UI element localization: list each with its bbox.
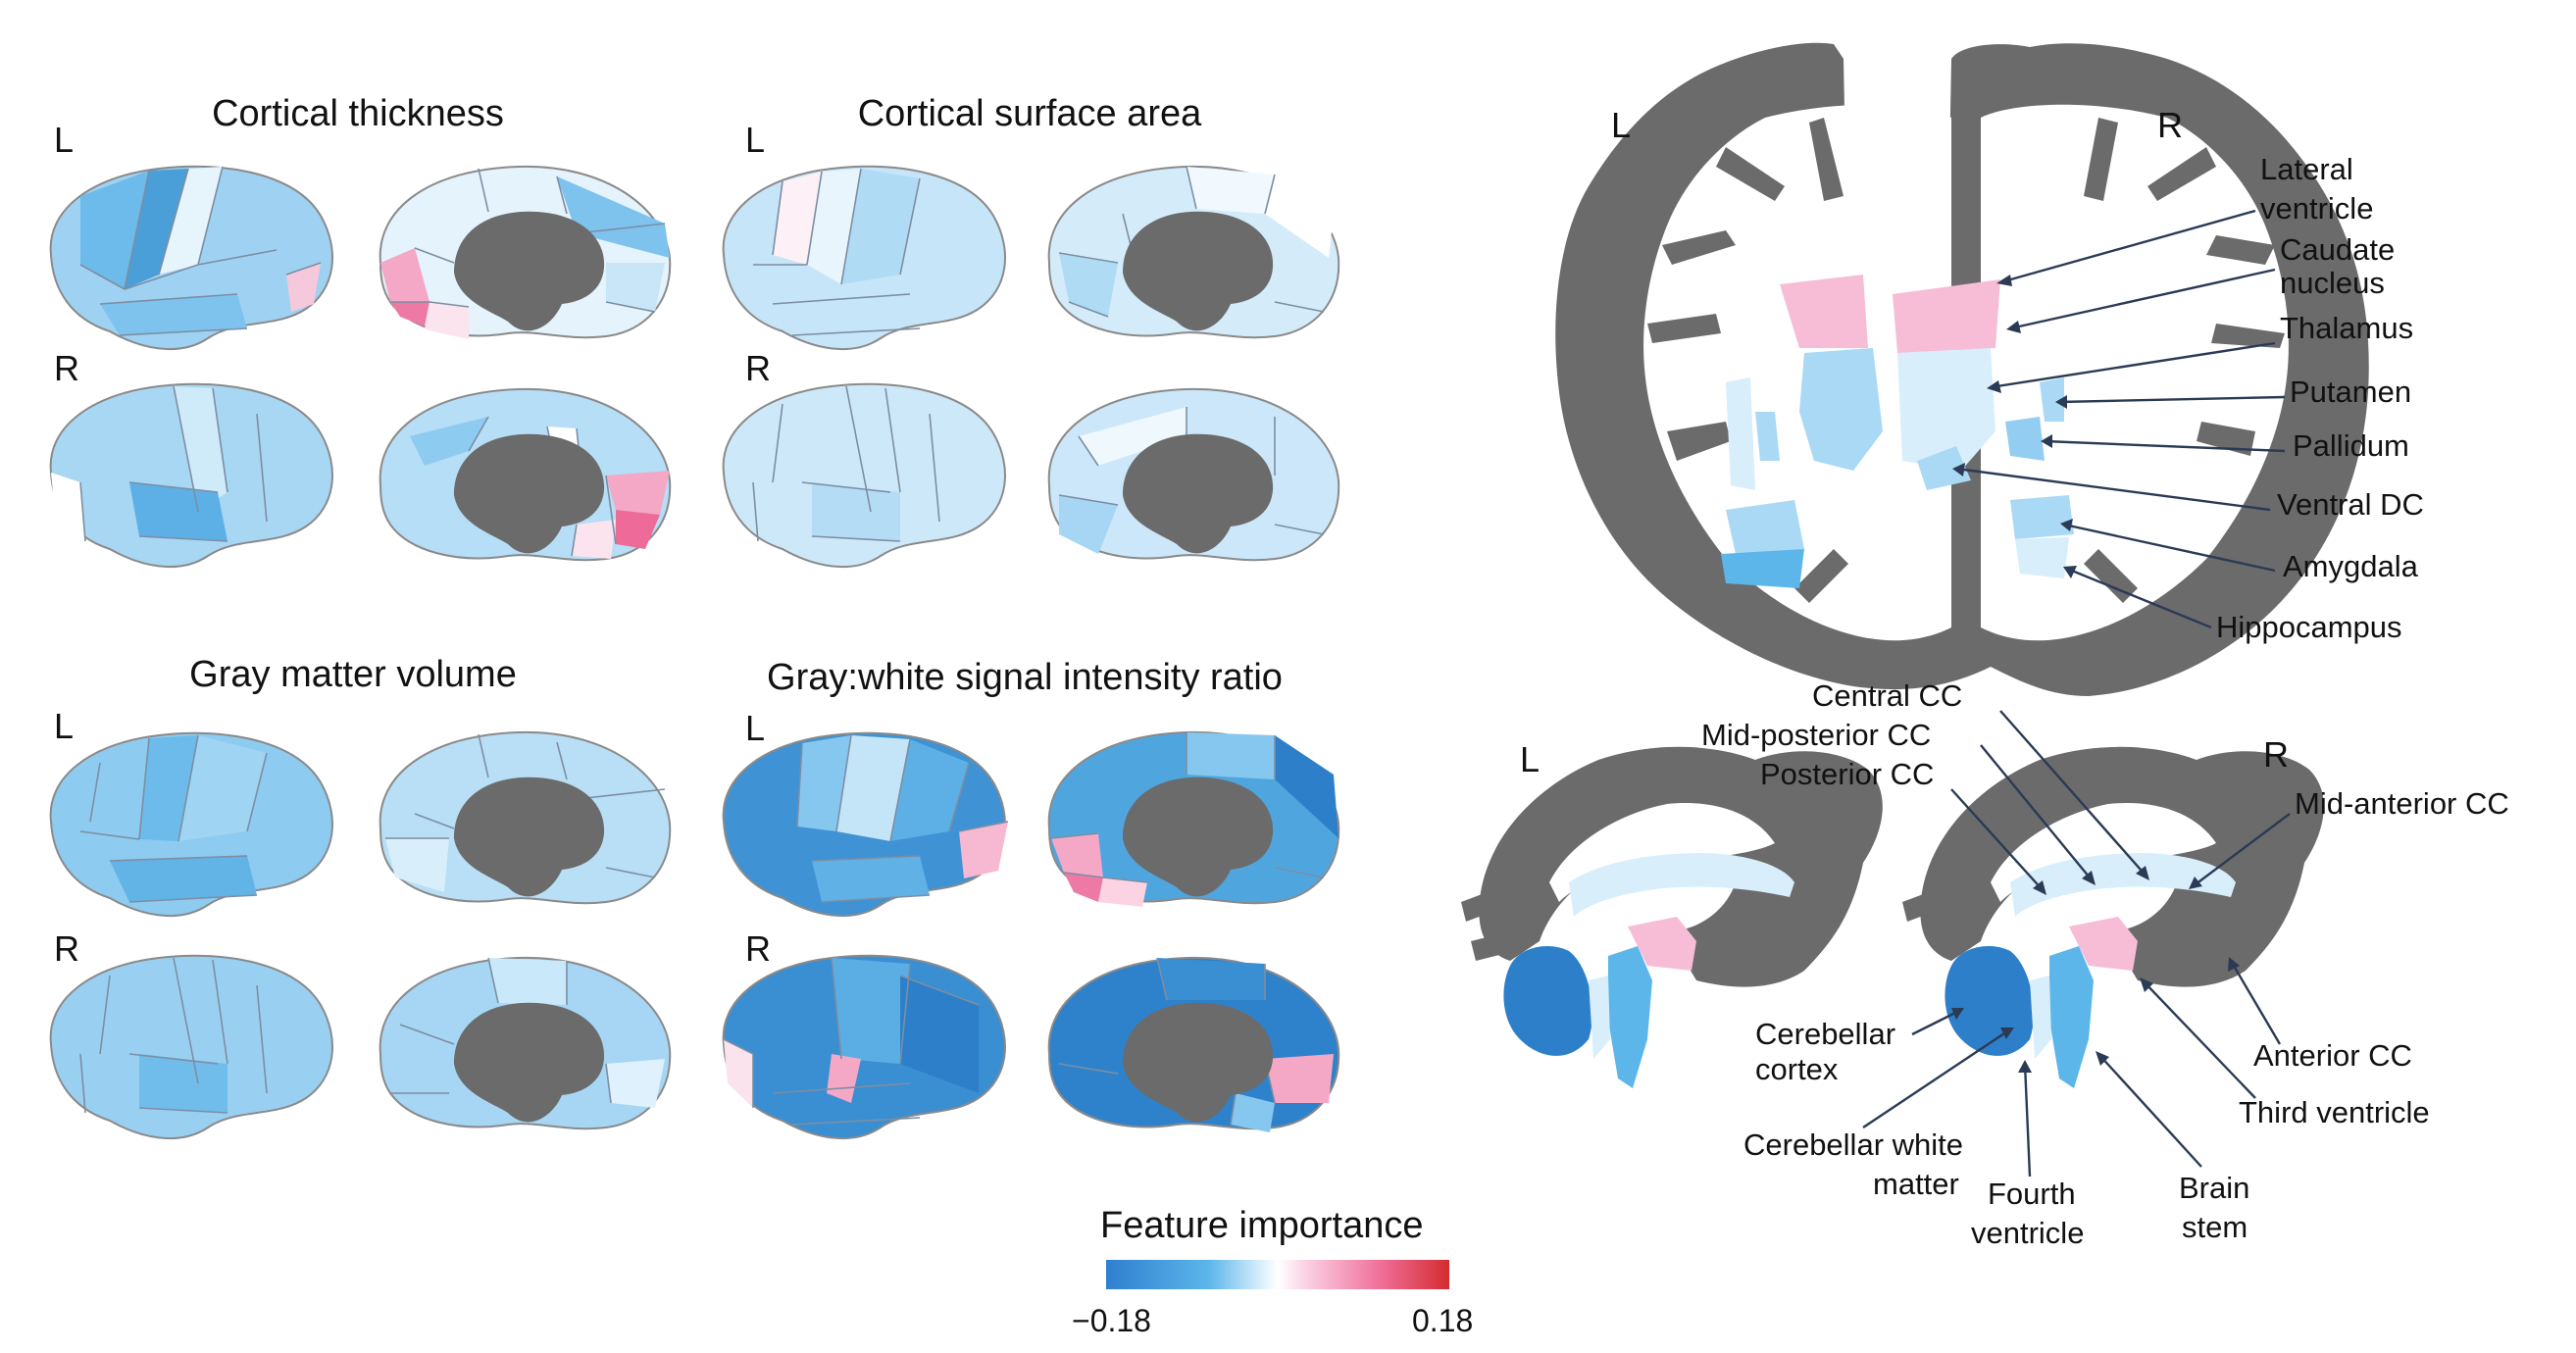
gray-white-ratio-right-medial	[1047, 956, 1340, 1132]
panel-title-gray-matter-volume: Gray matter volume	[189, 654, 517, 695]
hemisphere-label-right: R	[54, 348, 79, 388]
cortical-thickness-left-medial	[379, 165, 672, 339]
cortical-thickness-left-lateral	[49, 165, 333, 351]
gray-matter-volume-right-medial	[379, 956, 672, 1130]
label-third-ventricle: Third ventricle	[2239, 1095, 2430, 1129]
hemisphere-label-left: L	[745, 708, 765, 748]
gray-matter-volume-left-medial	[379, 730, 672, 905]
gray-white-ratio-left-lateral	[722, 731, 1009, 918]
label-hippocampus: Hippocampus	[2216, 610, 2402, 644]
sagittal-right-label: R	[2263, 734, 2289, 775]
legend-title: Feature importance	[1100, 1205, 1424, 1246]
label-anterior-cc: Anterior CC	[2253, 1038, 2412, 1073]
hemisphere-label-left: L	[54, 706, 74, 746]
label-mid-posterior-cc: Mid-posterior CC	[1701, 718, 1931, 752]
legend-min-label: −0.18	[1072, 1303, 1151, 1338]
label-central-cc: Central CC	[1812, 678, 1962, 713]
cortical-surface-area-right-medial	[1047, 387, 1340, 562]
gray-matter-volume-left-lateral	[49, 731, 333, 918]
panel-title-cortical-thickness: Cortical thickness	[212, 93, 504, 134]
sagittal-pointer-lines	[1862, 710, 2291, 1178]
label-amygdala: Amygdala	[2283, 549, 2419, 583]
cortical-thickness-right-lateral	[49, 382, 333, 569]
sagittal-left-slice	[1461, 746, 1883, 1088]
coronal-pointer-lines	[1952, 209, 2286, 629]
hemisphere-label-right: R	[745, 348, 771, 388]
gray-matter-volume-right-lateral	[49, 954, 333, 1140]
cortical-surface-area-right-lateral	[722, 382, 1006, 569]
panel-title-gray-white-ratio: Gray:white signal intensity ratio	[767, 657, 1283, 698]
legend-max-label: 0.18	[1412, 1303, 1473, 1338]
gray-white-ratio-right-lateral	[722, 954, 1006, 1140]
label-mid-anterior-cc: Mid-anterior CC	[2295, 786, 2509, 821]
cortical-thickness-right-medial	[379, 387, 672, 562]
label-ventral-dc: Ventral DC	[2277, 487, 2424, 522]
hemisphere-label-left: L	[54, 120, 74, 160]
gray-white-ratio-left-medial	[1047, 730, 1340, 907]
cortical-surface-area-left-medial	[1047, 165, 1340, 339]
coronal-left-label: L	[1611, 105, 1631, 145]
sagittal-left-label: L	[1520, 739, 1540, 779]
label-thalamus: Thalamus	[2280, 311, 2413, 345]
label-pallidum: Pallidum	[2293, 428, 2409, 463]
panel-title-cortical-surface-area: Cortical surface area	[858, 93, 1202, 134]
cortical-surface-area-left-lateral	[722, 165, 1006, 351]
hemisphere-label-right: R	[54, 928, 79, 969]
legend-colorbar	[1106, 1260, 1449, 1289]
coronal-right-label: R	[2157, 105, 2183, 145]
sagittal-right-slice	[1902, 746, 2324, 1088]
hemisphere-label-left: L	[745, 120, 765, 160]
label-putamen: Putamen	[2290, 375, 2411, 409]
coronal-brain-slice	[1555, 42, 2369, 696]
label-posterior-cc: Posterior CC	[1760, 757, 1934, 791]
hemisphere-label-right: R	[745, 928, 771, 969]
